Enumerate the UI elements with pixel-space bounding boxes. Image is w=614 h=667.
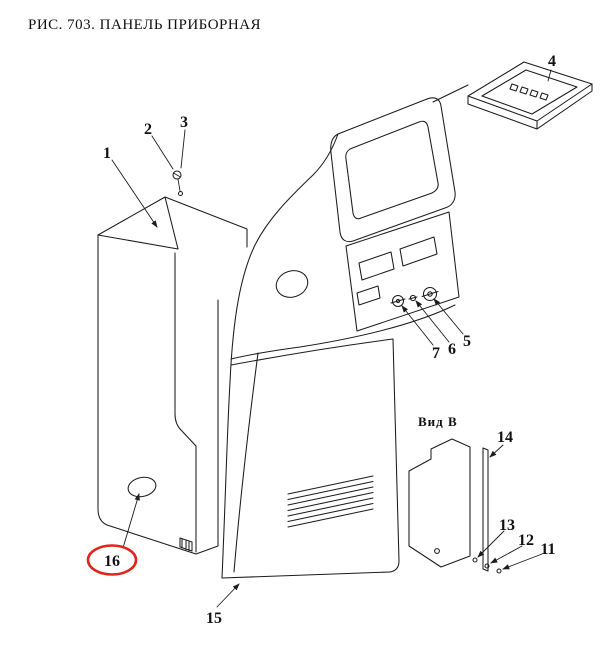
leader-3 — [180, 129, 186, 169]
cabinet-left-bottom-edge — [97, 234, 219, 555]
callout-2: 2 — [144, 121, 152, 138]
cabinet-top-fold — [97, 196, 179, 250]
callout-16: 16 — [104, 553, 120, 570]
display-button-3 — [529, 89, 539, 98]
display-connector-line — [432, 84, 469, 103]
toggle-middle-bar — [408, 296, 418, 300]
knob-right-center — [427, 291, 433, 297]
callout-14: 14 — [497, 429, 513, 446]
fastener-12 — [484, 563, 490, 569]
view-b-label: Вид В — [418, 414, 458, 429]
control-panel-face — [345, 211, 460, 332]
callout-3: 3 — [180, 114, 188, 131]
panel-window-left — [358, 251, 395, 281]
screen-bezel-outer — [330, 97, 456, 243]
cabinet-part-1 — [97, 196, 248, 555]
display-unit-part-4 — [432, 61, 593, 130]
collar-curve — [230, 304, 456, 360]
leader-15 — [216, 583, 240, 608]
screen-opening — [345, 120, 439, 220]
leader-16 — [122, 493, 140, 549]
leader-6 — [415, 300, 450, 343]
toggle-middle — [409, 294, 417, 302]
view-b-strip — [482, 447, 489, 572]
callout-11: 11 — [540, 541, 555, 558]
console-left-silhouette — [221, 133, 339, 579]
panel-slot — [356, 285, 381, 306]
display-screen-frame — [481, 69, 578, 115]
knob-left-bar — [390, 298, 406, 304]
fastener-11 — [496, 568, 502, 574]
display-button-4 — [539, 92, 549, 101]
cabinet-hole — [127, 476, 157, 498]
leader-1 — [111, 159, 158, 228]
console-body — [221, 97, 460, 579]
display-thickness — [467, 83, 593, 130]
fastener-13 — [472, 557, 478, 563]
callout-6: 6 — [448, 341, 456, 358]
side-hole — [275, 270, 309, 298]
leader-11 — [502, 553, 543, 570]
screw-head — [172, 170, 182, 180]
knob-right-bar — [421, 290, 439, 298]
screw-slot — [173, 172, 181, 178]
leader-7 — [401, 305, 434, 346]
leader-14 — [489, 444, 504, 458]
cabinet-top-edges — [97, 196, 248, 248]
highlight-circle-16 — [86, 544, 138, 576]
callout-4: 4 — [548, 53, 556, 70]
cabinet-inner-fold — [174, 252, 197, 553]
cabinet-foot — [179, 537, 193, 552]
leader-13 — [477, 530, 505, 558]
vent-grille — [287, 475, 374, 528]
display-button-1 — [509, 83, 519, 92]
callout-labels: 1 2 3 4 5 6 7 11 12 13 14 15 16 — [103, 53, 556, 627]
leader-2 — [151, 135, 174, 170]
callout-13: 13 — [499, 517, 515, 534]
leader-5 — [433, 298, 464, 335]
callout-15: 15 — [206, 610, 222, 627]
view-b-panel — [408, 438, 502, 574]
pedestal-right-edge — [389, 338, 400, 573]
pedestal-front-fold — [233, 352, 259, 573]
callout-7: 7 — [432, 345, 440, 362]
callout-5: 5 — [463, 333, 471, 350]
console-bottom-edge — [221, 571, 391, 579]
pedestal-top-edge — [230, 338, 394, 366]
panel-window-right — [399, 236, 438, 267]
leader-4 — [547, 69, 552, 82]
callout-12: 12 — [518, 532, 534, 549]
figure-title: РИС. 703. ПАНЕЛЬ ПРИБОРНАЯ — [28, 17, 262, 33]
washer — [177, 190, 184, 197]
view-b-plate — [408, 438, 471, 568]
leader-12 — [490, 545, 523, 564]
screw-shaft — [177, 178, 181, 192]
screw-parts-2-3 — [172, 170, 184, 197]
display-button-2 — [519, 86, 529, 95]
leader-lines — [111, 69, 552, 608]
view-b-plate-hole — [434, 548, 440, 554]
knob-left — [391, 294, 405, 308]
knob-right — [422, 286, 438, 302]
callout-1: 1 — [103, 145, 111, 162]
